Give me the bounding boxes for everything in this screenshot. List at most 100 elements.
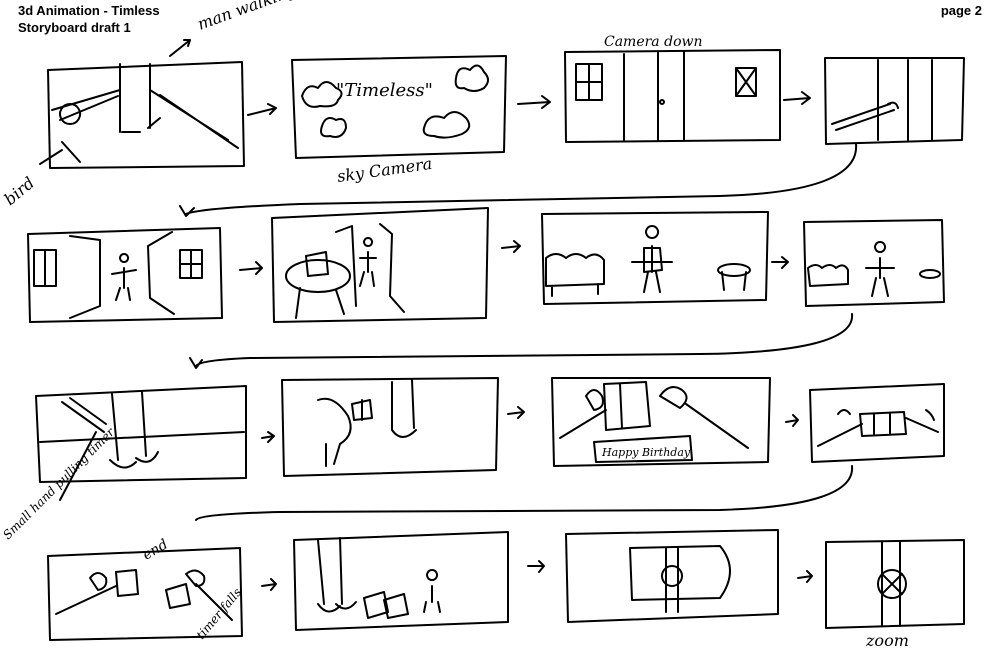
arrow-to-man (169, 39, 191, 57)
panel-8-living-room-wide (803, 219, 945, 307)
small-figure (423, 569, 441, 613)
note-timer-falls: timer falls (194, 585, 245, 642)
panel-frame (803, 219, 945, 307)
note-camera-down: Camera down (604, 34, 703, 50)
panel-frame (47, 61, 245, 169)
panel-5-corridor (27, 227, 223, 323)
picture-frame (305, 251, 329, 277)
panel-9-legs-closeup (35, 385, 247, 483)
panel-1-man-walking (47, 61, 245, 169)
arrow-3-4 (783, 91, 811, 105)
panel-13-timer-handoff (47, 547, 243, 641)
arrow-14-15 (527, 560, 545, 573)
arrow-hand-note (59, 431, 97, 501)
gift-box (351, 399, 373, 421)
panel-frame (565, 529, 779, 623)
panel-10-hand-gift (281, 377, 499, 477)
arrow-5-6 (239, 261, 263, 275)
table-legs (295, 287, 345, 319)
panel-6-room (271, 207, 489, 323)
panel-frame (541, 211, 769, 305)
road-right (149, 89, 239, 149)
cloud (320, 117, 347, 138)
legs (317, 537, 357, 613)
side-table (919, 269, 941, 279)
side-table (717, 263, 751, 277)
arrow-10-11 (507, 406, 525, 419)
note-man-walking-away: man walking away (195, 0, 344, 34)
note-sky-camera: sky Camera (336, 154, 433, 186)
panel-frame (35, 385, 247, 483)
panel-frame (551, 377, 771, 467)
legs (109, 391, 159, 469)
door-lines (623, 51, 685, 141)
corridor-walls (69, 231, 175, 319)
panel-4-hand-door (824, 57, 965, 145)
cloud (422, 111, 471, 139)
sofa (807, 264, 849, 287)
arrow-2-3 (517, 95, 551, 109)
arrow-9-10 (261, 431, 275, 443)
happy-birthday-text: Happy Birthday (601, 446, 691, 459)
window-right (735, 67, 757, 97)
legs (391, 379, 417, 438)
stick-figure (865, 241, 895, 297)
panel-frame (825, 539, 965, 629)
note-bird: bird (0, 173, 38, 209)
window-right (179, 249, 203, 279)
cloud (301, 81, 343, 108)
side-table-legs (721, 271, 747, 291)
row-transition-2 (189, 313, 854, 369)
clock-strap (881, 541, 901, 627)
timer-fallen (363, 591, 409, 619)
timeless-title: "Timeless" (336, 80, 433, 101)
room-walls (335, 223, 405, 313)
panel-15-clock (565, 529, 779, 623)
gift-box (603, 381, 651, 431)
clock-x (881, 573, 903, 595)
window-left (33, 249, 57, 287)
arrow-7-8 (771, 256, 789, 269)
card (593, 435, 693, 463)
hand-left (817, 409, 863, 447)
sofa (545, 253, 605, 297)
timer-small (165, 583, 191, 609)
row-transition-1 (179, 143, 858, 217)
note-zoom: zoom (865, 631, 909, 650)
clock-face (877, 569, 907, 599)
clock-strap (665, 547, 679, 613)
panel-frame (809, 383, 945, 463)
panel-frame (293, 531, 509, 631)
man-legs (119, 63, 161, 133)
document-title: 3d Animation - Timless Storyboard draft … (18, 2, 160, 36)
arrow-6-7 (501, 240, 521, 253)
panel-3-door (564, 49, 781, 143)
road-left (51, 89, 121, 121)
panel-frame (824, 57, 965, 145)
arrow-to-bird (39, 149, 63, 165)
stick-figure (359, 237, 377, 287)
panel-frame (27, 227, 223, 323)
panel-2-sky: "Timeless" (291, 55, 507, 159)
hand-right (659, 386, 749, 449)
arrow-13-14 (261, 578, 277, 591)
horizon (39, 431, 245, 443)
bird-figure (59, 103, 82, 163)
timer (859, 411, 907, 437)
panel-14-timer-falls (293, 531, 509, 631)
panel-frame (47, 547, 243, 641)
timer (115, 569, 139, 597)
figure-left (317, 397, 352, 467)
stick-figure (631, 225, 673, 293)
window-left (575, 63, 603, 101)
panel-frame (291, 55, 507, 159)
clock-frame (629, 545, 731, 601)
page-number: page 2 (940, 3, 982, 18)
stick-figure (111, 253, 137, 301)
panel-frame (281, 377, 499, 477)
title-line-2: Storyboard draft 1 (18, 20, 131, 35)
arrow-11-12 (785, 414, 799, 427)
panel-11-birthday: Happy Birthday (551, 377, 771, 467)
hand-right (905, 409, 939, 433)
